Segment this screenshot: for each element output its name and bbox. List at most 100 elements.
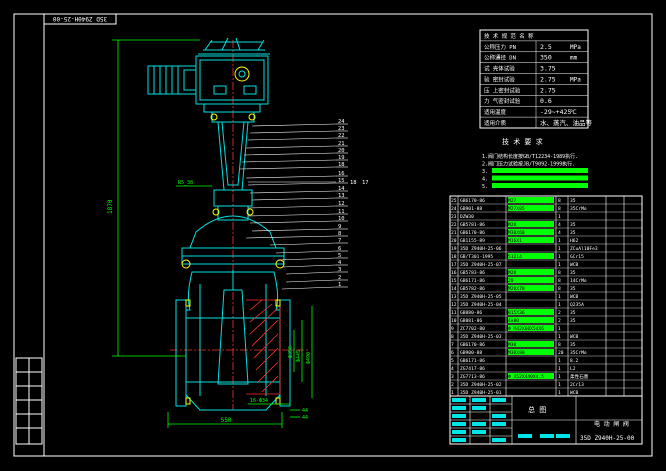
bom-no: 6 [451, 350, 454, 356]
spec-label: 公称压力 PN [484, 43, 516, 51]
bom-no: 14 [451, 286, 457, 292]
leader-line [249, 220, 337, 224]
bom-qty: 8 [558, 286, 561, 292]
spec-unit: MPa [570, 76, 581, 83]
part-number-label: 11 [338, 209, 345, 215]
bom-qty: 1 [558, 358, 561, 364]
leader-line [249, 190, 337, 194]
bom-code: 35D Z940H-25-04 [460, 302, 502, 308]
bom-code: GB880-86 [460, 310, 482, 316]
bom-name-highlight [508, 277, 554, 283]
bom-material: WCB [570, 390, 579, 396]
part-number-label: 13 [338, 193, 345, 199]
bom-qty: 1 [558, 302, 561, 308]
bom-material: 35 [570, 318, 576, 324]
bom-qty: 1 [558, 374, 561, 380]
bom-material: 8.2 [570, 358, 579, 364]
bom-code: 35D Z940H-25-02 [460, 382, 502, 388]
leader-line [247, 213, 337, 217]
bom-qty: 1 [558, 294, 561, 300]
bom-name: M30X60 [508, 230, 525, 236]
spec-unit: ℃ [570, 109, 577, 116]
part-number-label: 12 [338, 201, 345, 207]
bom-qty: 1 [558, 214, 561, 220]
leader-line [285, 271, 337, 275]
bom-no: 7 [451, 342, 454, 348]
bom-material: 柔性石墨 [570, 373, 589, 380]
dim-bottom-2: 44 [302, 415, 308, 421]
title-cell-fill [452, 414, 466, 418]
bom-code: GB901-88 [460, 206, 482, 212]
leader-line [249, 130, 337, 134]
bom-qty: 1 [558, 366, 561, 372]
bom-name: 20 [508, 278, 514, 284]
bom-qty: 1 [558, 382, 561, 388]
dim-bore-350: Ф350 [288, 346, 294, 358]
title-cell-fill [472, 430, 486, 434]
part-number-label: 24 [338, 119, 345, 125]
bom-name: M27 [508, 198, 517, 204]
part-number-label: 17 [362, 180, 369, 186]
bom-name: M16X1 [508, 238, 522, 244]
bom-name-highlight [508, 205, 554, 211]
spec-value: 3.75 [540, 65, 556, 73]
bom-no: 9 [451, 326, 454, 332]
bom-name-highlight [508, 269, 554, 275]
leader-line [251, 123, 337, 127]
dimension-lines [112, 39, 313, 428]
dim-bore-490: Ф490 [306, 352, 312, 364]
bom-code: DZW30 [460, 214, 474, 220]
leader-line [243, 152, 337, 156]
bom-code: GB900-88 [460, 350, 482, 356]
bom-no: 22 [451, 222, 457, 228]
bom-no: 15 [451, 278, 457, 284]
spec-label: 适用介质 [484, 119, 507, 127]
bom-name: B15X36 [508, 310, 525, 316]
bom-no: 1 [451, 390, 454, 396]
spec-unit: MPa [570, 44, 581, 51]
part-number-label: 14 [338, 186, 345, 192]
bom-code: 35D Z940H-25-05 [460, 294, 502, 300]
spec-label: 压 上密封试验 [484, 86, 521, 94]
bom-code: 35D Z940H-25-01 [460, 390, 502, 396]
bom-name-highlight [508, 309, 554, 315]
spec-label: 试 壳体试验 [484, 65, 515, 73]
bom-qty: 4 [558, 222, 561, 228]
bom-no: 25 [451, 198, 457, 204]
part-number-label: 2 [338, 275, 341, 281]
spec-label: 验 密封试验 [484, 75, 515, 83]
bom-qty: 8 [558, 278, 561, 284]
spec-value: 0.6 [540, 97, 552, 105]
bom-material: 35 [570, 198, 576, 204]
bom-code: GB881-86 [460, 318, 482, 324]
bom-code: GB6170-86 [460, 342, 485, 348]
tech-line: 4. [482, 177, 488, 183]
dim-bottom-1: 44 [302, 408, 308, 414]
bom-name: M20 [508, 270, 517, 276]
bom-code: ZG7713-86 [460, 374, 485, 380]
dim-left-mark: R5_38 [178, 180, 193, 186]
bom-material: 35CrMo [570, 206, 587, 212]
leader-line [245, 175, 337, 179]
title-block: 总 图 电 动 闸 阀 35D Z940H-25-00 [449, 395, 643, 445]
part-number-label: 16 [338, 171, 345, 177]
bom-name-highlight [508, 221, 554, 227]
tech-line: 3. [482, 169, 488, 175]
tech-highlight [492, 183, 588, 188]
tech-line: 2.阀门压力试验按JB/T9092-1999执行. [482, 161, 575, 168]
bom-name-highlight [508, 237, 554, 243]
leader-line [281, 264, 337, 268]
bom-qty: 20 [558, 350, 564, 356]
leader-line [285, 279, 337, 283]
bom-material: GCr15 [570, 254, 584, 260]
part-number-label: 10 [338, 216, 345, 222]
tech-title: 技 术 要 求 [502, 137, 543, 146]
tech-highlight [492, 175, 588, 181]
bom-no: 8 [451, 334, 454, 340]
bom-qty: 1 [558, 254, 561, 260]
bom-material: 35 [570, 342, 576, 348]
part-number-label: 15 [338, 178, 345, 184]
bom-no: 20 [451, 238, 457, 244]
